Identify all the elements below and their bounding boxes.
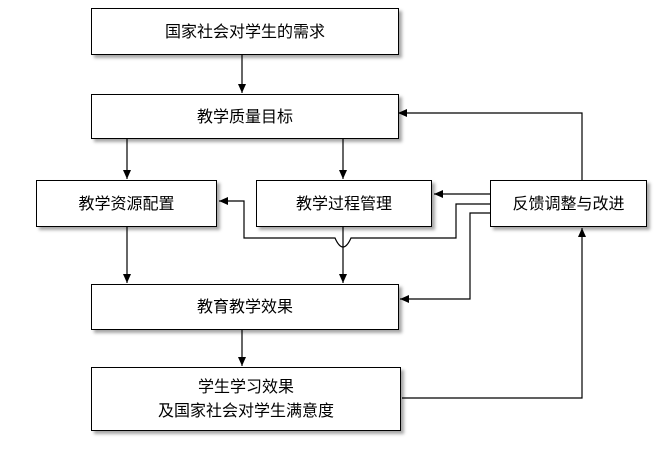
resource-label: 教学资源配置	[78, 193, 175, 213]
satisfaction-box: 学生学习效果 及国家社会对学生满意度	[91, 367, 401, 431]
arrow-feedback-to-effect	[400, 212, 490, 303]
process-label: 教学过程管理	[295, 193, 392, 213]
effect-box: 教育教学效果	[91, 284, 399, 330]
goal-label: 教学质量目标	[196, 106, 293, 126]
arrow-feedback-to-resource	[219, 197, 490, 248]
process-box: 教学过程管理	[256, 180, 432, 227]
arrow-satisfaction-to-feedback	[402, 228, 586, 399]
resource-box: 教学资源配置	[36, 180, 217, 227]
satisfaction-label-line1: 学生学习效果	[197, 377, 294, 396]
feedback-box: 反馈调整与改进	[490, 180, 647, 227]
demand-box: 国家社会对学生的需求	[91, 8, 399, 55]
feedback-label: 反馈调整与改进	[512, 193, 625, 213]
arrow-feedback-to-goal	[398, 109, 583, 180]
effect-label: 教育教学效果	[196, 297, 293, 316]
goal-box: 教学质量目标	[91, 94, 399, 139]
satisfaction-label-line2: 及国家社会对学生满意度	[157, 401, 334, 420]
demand-label: 国家社会对学生的需求	[164, 21, 325, 41]
